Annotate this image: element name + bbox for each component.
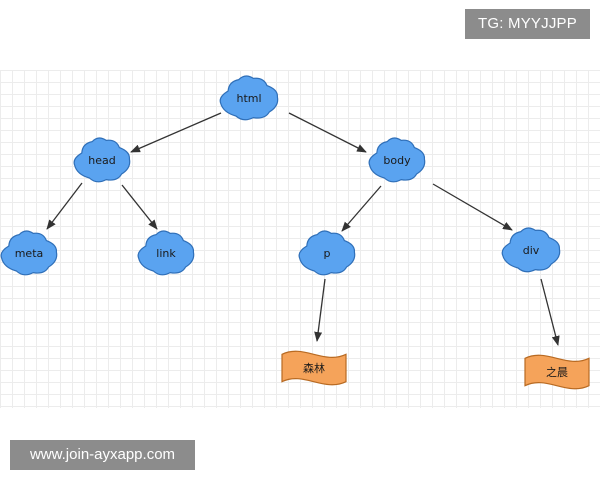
node-label-text1: 森林 <box>303 361 325 375</box>
cloud-node-shape <box>298 230 356 276</box>
text-node-shape <box>281 350 347 386</box>
node-label-html: html <box>236 92 261 105</box>
cloud-node-shape <box>0 230 58 276</box>
node-link: link <box>137 230 195 276</box>
node-text1: 森林 <box>281 350 347 386</box>
node-label-meta: meta <box>15 247 44 260</box>
cloud-node-shape <box>219 75 279 121</box>
cloud-node-shape <box>137 230 195 276</box>
watermark-top: TG: MYYJJPP <box>465 9 590 39</box>
node-p: p <box>298 230 356 276</box>
edge-body-div <box>432 183 513 231</box>
node-label-head: head <box>88 154 115 167</box>
text-node-shape <box>524 354 590 390</box>
edge-html-body <box>288 112 367 153</box>
node-label-text2: 之晨 <box>546 365 568 379</box>
nodes-layer: html head body meta link p div 森林 之晨 <box>0 75 590 390</box>
node-html: html <box>219 75 279 121</box>
node-label-p: p <box>324 247 331 260</box>
edge-p-text1 <box>314 278 326 342</box>
node-label-div: div <box>523 244 540 257</box>
edge-head-meta <box>46 182 83 230</box>
node-body: body <box>368 137 426 183</box>
watermark-bottom: www.join-ayxapp.com <box>10 440 195 470</box>
cloud-node-shape <box>501 227 561 273</box>
node-text2: 之晨 <box>524 354 590 390</box>
node-div: div <box>501 227 561 273</box>
edge-html-head <box>130 112 222 153</box>
cloud-node-shape <box>73 137 131 183</box>
cloud-node-shape <box>368 137 426 183</box>
grid-canvas <box>0 70 600 408</box>
node-label-link: link <box>156 247 176 260</box>
node-meta: meta <box>0 230 58 276</box>
edge-body-p <box>341 185 382 232</box>
edge-div-text2 <box>540 278 560 346</box>
node-label-body: body <box>383 154 411 167</box>
node-head: head <box>73 137 131 183</box>
edge-head-link <box>121 184 158 230</box>
edges-layer <box>46 112 560 346</box>
